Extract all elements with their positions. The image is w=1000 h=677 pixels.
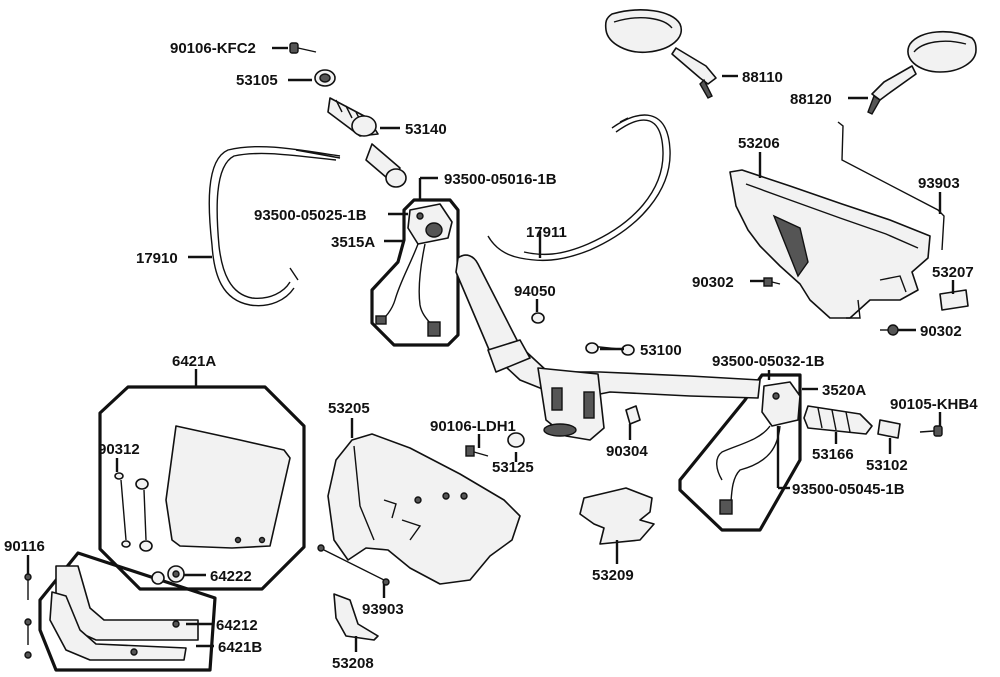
label-53125: 53125 — [492, 459, 534, 476]
label-90302-b: 90302 — [920, 323, 962, 340]
label-53105: 53105 — [236, 72, 278, 89]
screw-90106-ldh1-shape — [465, 445, 489, 457]
end-cap-53102-shape — [877, 419, 901, 439]
screw-90302-a-shape — [763, 277, 781, 287]
label-90106-kfc2: 90106-KFC2 — [170, 40, 256, 57]
label-64222: 64222 — [210, 568, 252, 585]
washer-64222-shape — [151, 565, 185, 585]
label-90304: 90304 — [606, 443, 648, 460]
label-53166: 53166 — [812, 446, 854, 463]
handlebar-53100-shape — [455, 254, 761, 441]
label-64212: 64212 — [216, 617, 258, 634]
screw-90105-khb4-shape — [919, 425, 943, 437]
label-53100: 53100 — [640, 342, 682, 359]
front-cover-53205-shape — [327, 433, 521, 585]
right-mirror-88120-shape — [867, 30, 977, 115]
screws-90116-shape — [24, 573, 32, 659]
group-box-3520a — [678, 373, 802, 532]
lens-53207-shape — [939, 289, 969, 311]
label-17911: 17911 — [526, 224, 567, 241]
label-93903-top: 93903 — [918, 175, 960, 192]
label-93500-05045-1b: 93500-05045-1B — [792, 481, 905, 498]
bolt-90312-shape — [114, 472, 153, 552]
label-53102: 53102 — [866, 457, 908, 474]
label-6421b: 6421B — [218, 639, 262, 656]
label-88110: 88110 — [742, 69, 783, 86]
right-switch-3520a-shape — [716, 381, 801, 515]
label-53205: 53205 — [328, 400, 370, 417]
label-90312: 90312 — [98, 441, 140, 458]
bolt-93903-top-shape — [837, 121, 945, 251]
clamp-94050-shape — [531, 312, 635, 356]
group-box-6421a — [98, 385, 306, 591]
label-53207: 53207 — [932, 264, 974, 281]
label-93500-05032-1b: 93500-05032-1B — [712, 353, 825, 370]
screw-90106-kfc2-shape — [289, 42, 317, 54]
label-93500-05016-1b: 93500-05016-1B — [444, 171, 557, 188]
label-53206: 53206 — [738, 135, 780, 152]
label-6421a: 6421A — [172, 353, 216, 370]
throttle-cable-17910-shape-b — [216, 152, 337, 299]
bolt-90304-shape — [625, 405, 641, 425]
rear-cover-53206-shape — [729, 169, 931, 319]
label-53140: 53140 — [405, 121, 447, 138]
label-94050: 94050 — [514, 283, 556, 300]
pad-53209-shape — [579, 487, 655, 545]
label-3520a: 3520A — [822, 382, 866, 399]
throttle-cable-17910-shape — [208, 145, 341, 307]
cable-17911-shape-b — [523, 119, 664, 256]
nut-53125-shape — [507, 432, 525, 448]
bracket-53208-shape — [333, 593, 379, 641]
right-grip-53166-shape — [803, 405, 873, 435]
label-90106-ldh1: 90106-LDH1 — [430, 418, 516, 435]
label-90105-khb4: 90105-KHB4 — [890, 396, 978, 413]
leader-lines — [26, 46, 955, 652]
label-17910: 17910 — [136, 250, 178, 267]
label-90302-a: 90302 — [692, 274, 734, 291]
label-90116: 90116 — [4, 538, 45, 555]
screw-90302-b-shape — [880, 324, 899, 336]
label-53209: 53209 — [592, 567, 634, 584]
left-mirror-88110-shape — [604, 9, 717, 99]
left-switch-3515a-shape — [375, 203, 453, 337]
group-box-3515a — [370, 198, 460, 347]
label-3515a: 3515A — [331, 234, 375, 251]
label-53208: 53208 — [332, 655, 374, 672]
group-box-6421b — [38, 551, 217, 672]
label-93903-bottom: 93903 — [362, 601, 404, 618]
throttle-grip-53140-shape — [327, 97, 407, 188]
screw-93903-bottom-shape — [317, 544, 390, 586]
windscreen-6421a-shape — [165, 425, 291, 549]
label-93500-05025-1b: 93500-05025-1B — [254, 207, 367, 224]
cover-6421b-shape — [49, 565, 199, 661]
end-cap-53105-shape — [314, 69, 336, 87]
cable-17911-shape — [487, 114, 671, 262]
label-88120: 88120 — [790, 91, 832, 108]
